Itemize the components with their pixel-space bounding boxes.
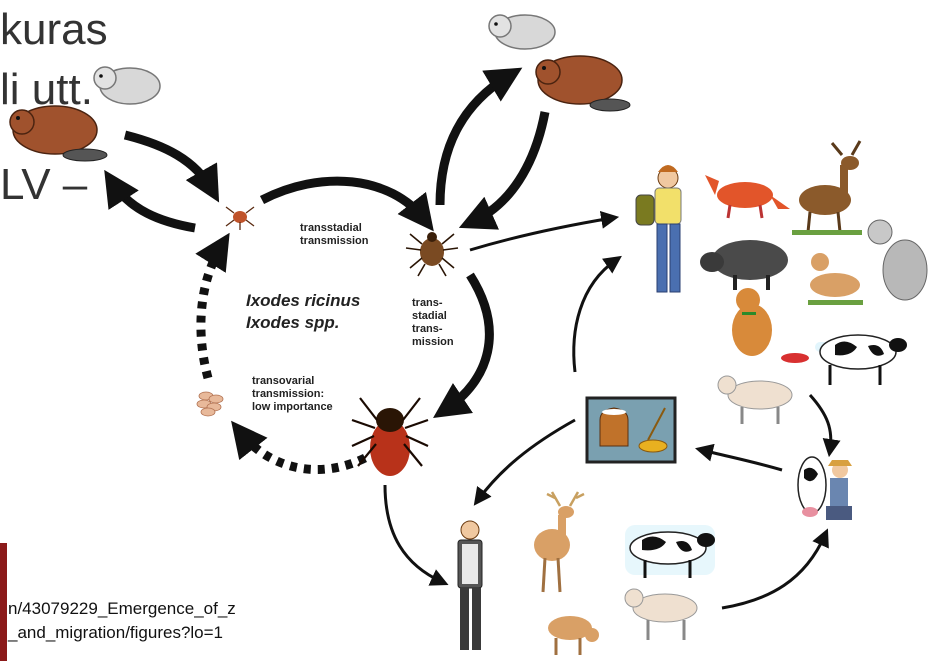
deer-icon [792,140,862,235]
arrow-products-to-hiker [572,255,622,373]
fawn-icon [808,253,863,305]
beaver-icon [9,105,108,162]
hiker-icon [635,165,682,293]
label-species: Ixodes ricinus Ixodes spp. [246,291,361,332]
arrow-milker-to-products [695,443,783,472]
caption-line-2: _and_migration/figures?lo=1 [8,623,224,642]
arrow-nymph-to-rodent [435,67,523,206]
tick-nymph-icon [405,232,459,277]
marten-icon [867,219,928,301]
boar-icon [700,240,788,290]
rodent-icon [93,66,161,105]
label-transstadial-right: trans- stadial trans- mission [412,297,454,348]
label-transovarial: transovarial transmission: low importanc… [252,375,333,413]
rodent-icon [488,14,556,50]
arrow-rodent-to-larva [123,130,220,203]
arrow-products-to-man [473,418,576,506]
arrow-adult-to-man [383,484,449,586]
dog-icon [732,288,809,363]
arrow-larva-to-rodent [104,169,196,233]
arrow-nymph-to-hiker [469,210,620,252]
beaver-icon [535,55,631,112]
fox-icon [705,175,790,219]
dairy-products-icon [585,396,677,464]
arrow-cow-to-milker [808,393,841,458]
arrow-adult-to-eggs [231,420,367,474]
caption-line-1: n/43079229_Emergence_of_z [8,599,236,618]
arrow-goat-to-milker [721,528,829,610]
fawn-icon [548,616,599,655]
arrow-larva-to-nymph [259,176,434,232]
slide-text-line-2: li utt. [0,65,93,114]
cow-icon [625,525,715,578]
arrow-rodent-to-nymph [458,111,550,230]
tick-larva-icon [225,206,255,230]
slide-text-line-1: kuras [0,5,108,54]
goat-icon [624,588,698,640]
accent-bar [0,543,7,661]
milker-icon [797,456,852,520]
arrow-eggs-to-larva [195,232,230,380]
cow-icon [815,334,907,385]
eggs-icon [196,391,224,417]
stag-icon [534,491,585,593]
goat-icon [717,375,793,424]
slide-text-line-3: LV – [0,160,88,209]
tick-adult-icon [351,397,429,476]
label-transstadial-top: transstadial transmission [300,222,369,247]
man-icon [457,520,483,650]
arrow-nymph-to-adult [433,272,494,418]
